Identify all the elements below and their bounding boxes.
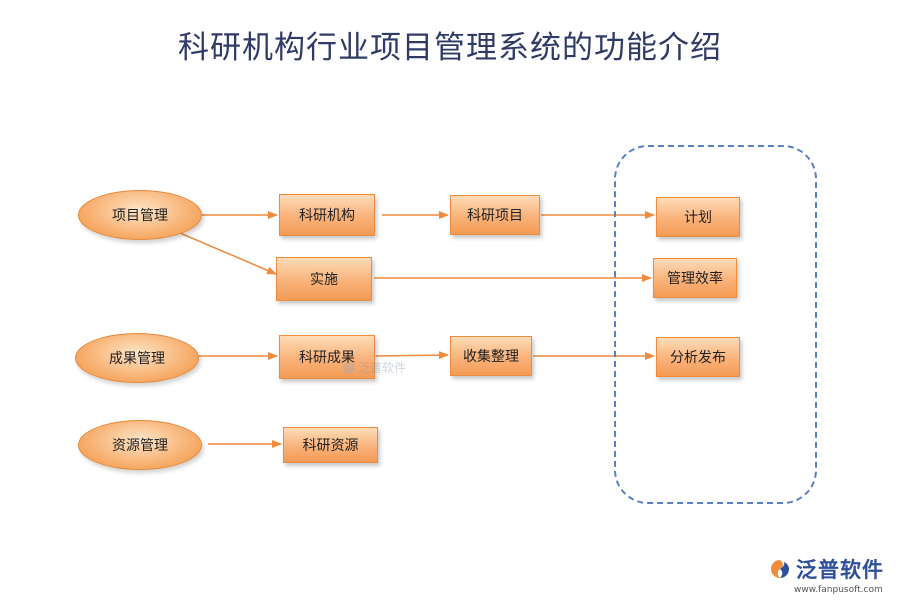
node-keyan-chengguo: 科研成果 xyxy=(279,335,375,379)
node-shouji-zhengli: 收集整理 xyxy=(450,336,532,376)
node-guanli-xiaolv: 管理效率 xyxy=(653,258,737,298)
watermark: 泛普软件 xyxy=(343,359,406,376)
arrow-xiangmu-to-shishi xyxy=(179,232,277,275)
brand-name: 泛普软件 xyxy=(796,558,884,582)
node-shishi: 实施 xyxy=(276,257,372,301)
node-keyan-jigou: 科研机构 xyxy=(279,194,375,236)
output-group-dashed-frame xyxy=(614,145,817,504)
node-chengguo-guanli: 成果管理 xyxy=(75,333,199,383)
arrow-keyanchengguo-to-shouji xyxy=(375,351,449,360)
watermark-logo-icon xyxy=(343,361,355,374)
node-keyan-xiangmu: 科研项目 xyxy=(450,195,540,235)
node-xiangmu-guanli: 项目管理 xyxy=(78,190,202,240)
brand-logo-icon xyxy=(771,560,789,578)
brand-logo: 泛普软件 www.fanpusoft.com xyxy=(768,554,884,595)
node-ziyuan-guanli: 资源管理 xyxy=(78,420,202,470)
watermark-text: 泛普软件 xyxy=(358,361,407,375)
node-keyan-ziyuan: 科研资源 xyxy=(283,427,378,463)
node-jihua: 计划 xyxy=(656,197,740,237)
node-fenxi-fabu: 分析发布 xyxy=(656,337,740,377)
diagram-title: 科研机构行业项目管理系统的功能介绍 xyxy=(178,30,722,66)
brand-url: www.fanpusoft.com xyxy=(794,585,883,595)
